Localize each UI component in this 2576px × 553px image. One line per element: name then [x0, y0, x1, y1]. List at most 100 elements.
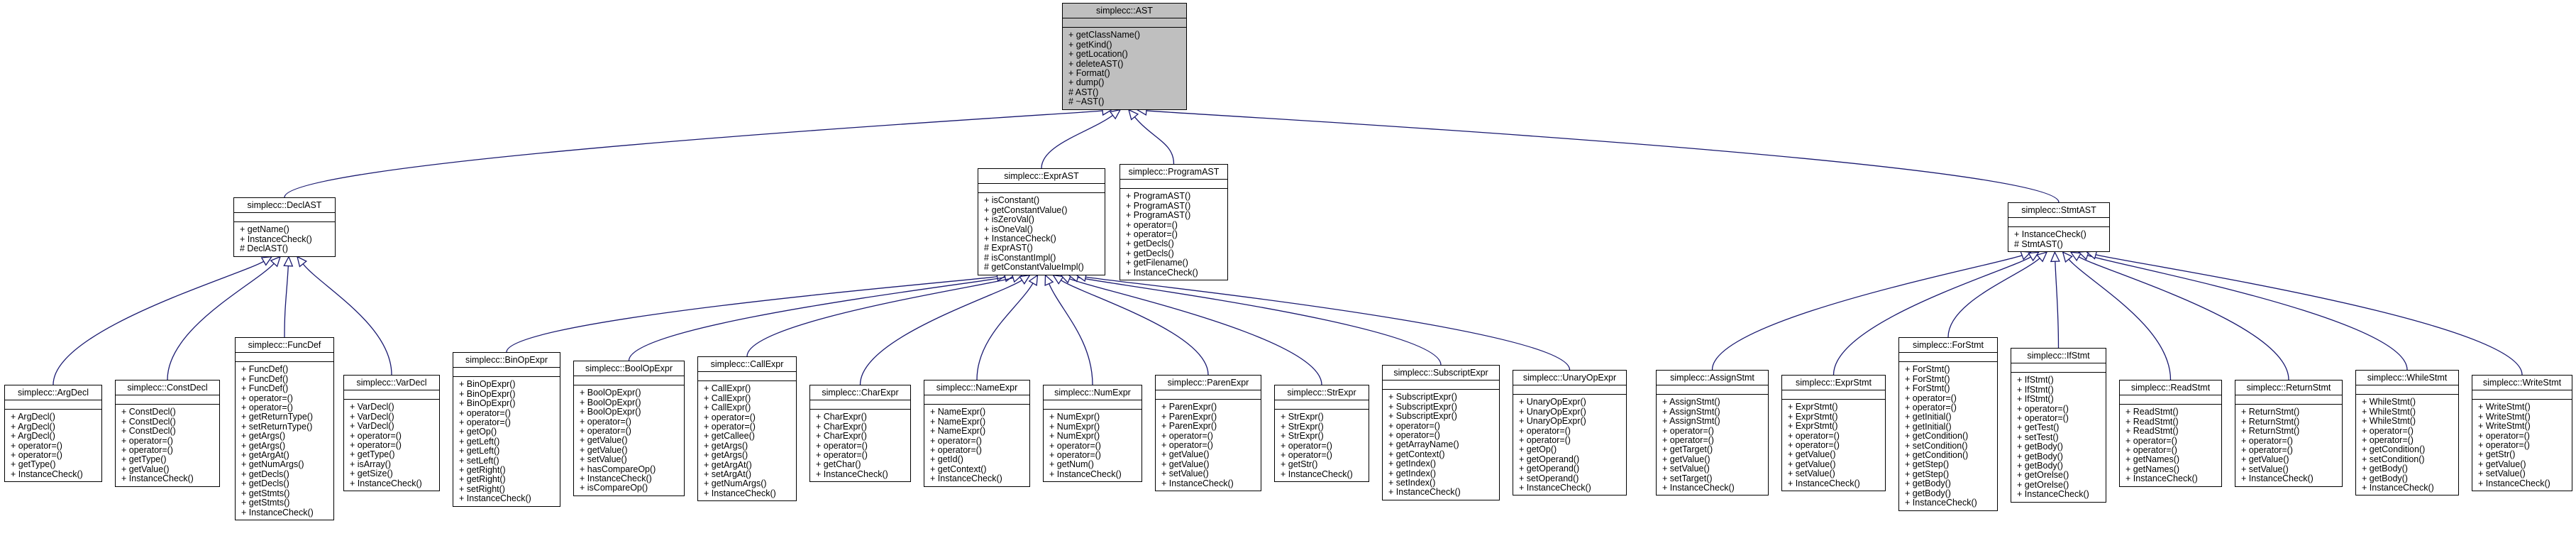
class-box-nameexpr[interactable]: simplecc::NameExpr + NameExpr()+ NameExp… — [924, 380, 1030, 487]
inheritance-arrowhead — [270, 256, 282, 268]
methods-compartment: + StrExpr()+ StrExpr()+ StrExpr()+ opera… — [1275, 410, 1369, 481]
class-box-subscriptexpr[interactable]: simplecc::SubscriptExpr + SubscriptExpr(… — [1382, 365, 1500, 500]
method-entry: + InstanceCheck() — [1161, 478, 1234, 488]
class-box-argdecl[interactable]: simplecc::ArgDecl + ArgDecl()+ ArgDecl()… — [4, 385, 102, 483]
method-entry: + getBody() — [2017, 451, 2063, 461]
method-entry: + CallExpr() — [704, 383, 751, 394]
class-box-whilestmt[interactable]: simplecc::WhileStmt + WhileStmt()+ While… — [2355, 370, 2459, 496]
method-entry: + getNames() — [2126, 464, 2180, 474]
class-box-charexpr[interactable]: simplecc::CharExpr + CharExpr()+ CharExp… — [809, 385, 911, 483]
method-entry: + ParenExpr() — [1161, 402, 1217, 412]
method-entry: + getBody() — [2362, 473, 2408, 483]
class-box-vardecl[interactable]: simplecc::VarDecl + VarDecl()+ VarDecl()… — [343, 375, 440, 492]
method-entry: + getChar() — [816, 459, 861, 470]
class-box-forstmt[interactable]: simplecc::ForStmt + ForStmt()+ ForStmt()… — [1898, 337, 1998, 511]
method-entry: + InstanceCheck() — [240, 234, 312, 244]
class-title: simplecc::NameExpr — [924, 380, 1029, 396]
method-entry: + setValue() — [1161, 469, 1209, 479]
method-entry: + operator=() — [1905, 393, 1957, 403]
method-entry: + NameExpr() — [930, 407, 986, 417]
attributes-compartment — [1782, 390, 1885, 400]
attributes-compartment — [2011, 363, 2106, 373]
method-entry: + getStep() — [1905, 469, 1950, 479]
class-box-readstmt[interactable]: simplecc::ReadStmt + ReadStmt()+ ReadStm… — [2119, 380, 2222, 487]
method-entry: + ProgramAST() — [1126, 191, 1191, 202]
inheritance-arrowhead — [260, 256, 273, 266]
method-entry: + setRight() — [459, 483, 505, 494]
class-box-ifstmt[interactable]: simplecc::IfStmt + IfStmt()+ IfStmt()+ I… — [2011, 348, 2106, 503]
inheritance-edge — [2055, 261, 2060, 349]
inheritance-edge — [1134, 116, 1175, 165]
method-entry: + operator=() — [459, 417, 511, 428]
class-box-parenexpr[interactable]: simplecc::ParenExpr + ParenExpr()+ Paren… — [1155, 375, 1261, 492]
method-entry: + getCondition() — [2362, 444, 2426, 455]
method-entry: + operator=() — [1126, 229, 1178, 240]
methods-compartment: + ReadStmt()+ ReadStmt()+ ReadStmt()+ op… — [2120, 405, 2221, 486]
class-box-declast[interactable]: simplecc::DeclAST + getName()+ InstanceC… — [233, 197, 336, 257]
class-title: simplecc::CharExpr — [810, 385, 910, 401]
method-entry: + operator=() — [2017, 413, 2069, 424]
class-box-binopexpr[interactable]: simplecc::BinOpExpr + BinOpExpr()+ BinOp… — [453, 352, 560, 507]
method-entry: + getIndex() — [1388, 468, 1437, 478]
method-entry: + operator=() — [2478, 430, 2530, 441]
method-entry: + getOrelse() — [2017, 470, 2069, 481]
class-box-callexpr[interactable]: simplecc::CallExpr + CallExpr()+ CallExp… — [697, 356, 797, 502]
class-box-stmtast[interactable]: simplecc::StmtAST + InstanceCheck()# Stm… — [2008, 202, 2110, 253]
attributes-compartment — [1120, 180, 1227, 190]
method-entry: + operator=() — [580, 426, 631, 437]
method-entry: + operator=() — [1788, 440, 1840, 451]
method-entry: + FuncDef() — [241, 364, 289, 375]
inheritance-edge — [1041, 114, 1113, 169]
class-box-returnstmt[interactable]: simplecc::ReturnStmt + ReturnStmt()+ Ret… — [2235, 380, 2343, 487]
class-box-boolopexpr[interactable]: simplecc::BoolOpExpr + BoolOpExpr()+ Boo… — [573, 361, 685, 496]
method-entry: + InstanceCheck() — [1662, 483, 1735, 493]
class-box-exprast[interactable]: simplecc::ExprAST + isConstant()+ getCon… — [978, 168, 1105, 275]
inheritance-arrowhead — [2069, 251, 2082, 262]
method-entry: + getValue() — [580, 444, 628, 455]
method-entry: + getConstantValue() — [984, 204, 1068, 215]
method-entry: + setTarget() — [1662, 473, 1713, 483]
method-entry: + getNumArgs() — [704, 478, 767, 489]
method-entry: + getNames() — [2126, 454, 2180, 465]
class-box-writestmt[interactable]: simplecc::WriteStmt + WriteStmt()+ Write… — [2472, 375, 2572, 492]
inheritance-edge — [1085, 276, 1571, 371]
method-entry: + isCompareOp() — [580, 483, 648, 493]
method-entry: + FuncDef() — [241, 373, 289, 384]
method-entry: + getFilename() — [1126, 258, 1188, 268]
method-entry: + getName() — [240, 224, 289, 235]
method-entry: + InstanceCheck() — [11, 469, 83, 479]
method-entry: + WhileStmt() — [2362, 416, 2416, 427]
method-entry: + StrExpr() — [1281, 421, 1324, 432]
method-entry: + getRight() — [459, 474, 506, 485]
class-title: simplecc::BinOpExpr — [453, 353, 560, 368]
method-entry: + getValue() — [1662, 454, 1710, 464]
methods-compartment: + IfStmt()+ IfStmt()+ IfStmt()+ operator… — [2011, 373, 2106, 501]
class-box-numexpr[interactable]: simplecc::NumExpr + NumExpr()+ NumExpr()… — [1043, 385, 1142, 483]
method-entry: + getReturnType() — [241, 412, 314, 422]
class-box-constdecl[interactable]: simplecc::ConstDecl + ConstDecl()+ Const… — [115, 380, 220, 487]
class-box-programast[interactable]: simplecc::ProgramAST + ProgramAST()+ Pro… — [1120, 164, 1228, 281]
method-entry: + ForStmt() — [1905, 364, 1950, 375]
inheritance-edge — [859, 280, 1022, 385]
method-entry: + ArgDecl() — [11, 412, 55, 422]
method-entry: + ArgDecl() — [11, 431, 55, 442]
class-box-unaryopexpr[interactable]: simplecc::UnaryOpExpr + UnaryOpExpr()+ U… — [1513, 370, 1627, 496]
class-box-ast[interactable]: simplecc::AST + getClassName()+ getKind(… — [1062, 3, 1187, 110]
class-box-exprstmt[interactable]: simplecc::ExprStmt + ExprStmt()+ ExprStm… — [1781, 375, 1886, 492]
method-entry: + getInitial() — [1905, 421, 1952, 432]
attributes-compartment — [1899, 353, 1997, 363]
attributes-compartment — [924, 395, 1029, 405]
attributes-compartment — [5, 400, 101, 410]
method-entry: + operator=() — [2126, 435, 2177, 446]
class-box-funcdef[interactable]: simplecc::FuncDef + FuncDef()+ FuncDef()… — [235, 337, 334, 520]
method-entry: + CallExpr() — [704, 403, 751, 413]
method-entry: + WriteStmt() — [2478, 421, 2531, 432]
method-entry: + getStmts() — [241, 498, 290, 508]
inheritance-arrowhead — [297, 256, 308, 268]
method-entry: + getDecls() — [241, 478, 289, 489]
class-box-assignstmt[interactable]: simplecc::AssignStmt + AssignStmt()+ Ass… — [1656, 370, 1769, 496]
method-entry: + CallExpr() — [704, 393, 751, 403]
class-box-strexpr[interactable]: simplecc::StrExpr + StrExpr()+ StrExpr()… — [1274, 385, 1369, 483]
method-entry: + NumExpr() — [1049, 412, 1100, 422]
method-entry: + NumExpr() — [1049, 431, 1100, 442]
